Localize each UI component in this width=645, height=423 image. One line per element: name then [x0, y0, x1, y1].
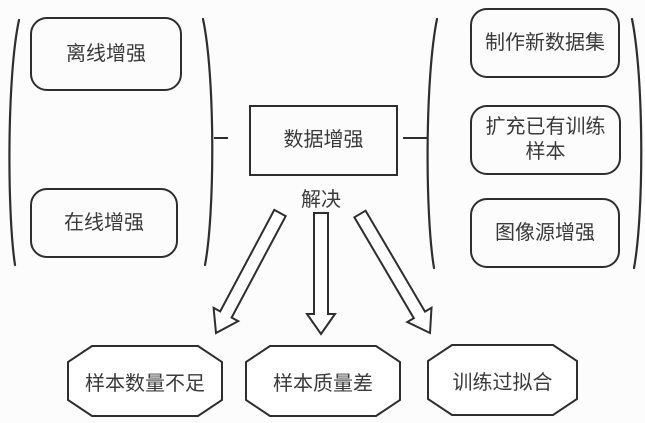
octagon-insufficient-samples-label: 样本数量不足 — [85, 372, 205, 395]
box-data-augmentation-label: 数据增强 — [283, 129, 364, 151]
arrow-to-poor-quality-icon — [305, 212, 337, 336]
octagon-poor-quality-label: 样本质量差 — [273, 372, 373, 395]
box-make-new-dataset-label: 制作新数据集 — [485, 31, 605, 54]
left-group-open-paren-icon — [8, 18, 21, 267]
octagon-insufficient-samples-shape — [67, 345, 223, 417]
arrow-to-insufficient-samples-icon — [212, 208, 288, 335]
box-image-source-augmentation: 图像源增强 — [470, 198, 620, 268]
left-group-close-paren-icon — [201, 17, 214, 267]
box-image-source-augmentation-label: 图像源增强 — [495, 221, 595, 244]
right-group-open-paren-icon — [426, 17, 439, 270]
box-offline-augmentation: 离线增强 — [30, 17, 182, 91]
box-make-new-dataset: 制作新数据集 — [470, 8, 620, 78]
octagon-poor-quality-shape — [245, 345, 401, 417]
box-offline-augmentation-label: 离线增强 — [66, 42, 146, 65]
box-data-augmentation: 数据增强 — [249, 105, 398, 176]
right-group-close-paren-icon — [630, 17, 643, 270]
box-expand-training-samples: 扩充已有训练样本 — [470, 105, 621, 175]
arrow-to-overfitting-icon — [353, 209, 433, 335]
octagon-overfitting-label: 训练过拟合 — [452, 371, 553, 394]
label-solve: 解决 — [301, 189, 341, 211]
box-expand-training-samples-label: 扩充已有训练样本 — [485, 116, 606, 163]
box-online-augmentation-label: 在线增强 — [64, 211, 144, 234]
octagon-overfitting-shape — [427, 344, 578, 416]
box-online-augmentation: 在线增强 — [30, 188, 178, 258]
